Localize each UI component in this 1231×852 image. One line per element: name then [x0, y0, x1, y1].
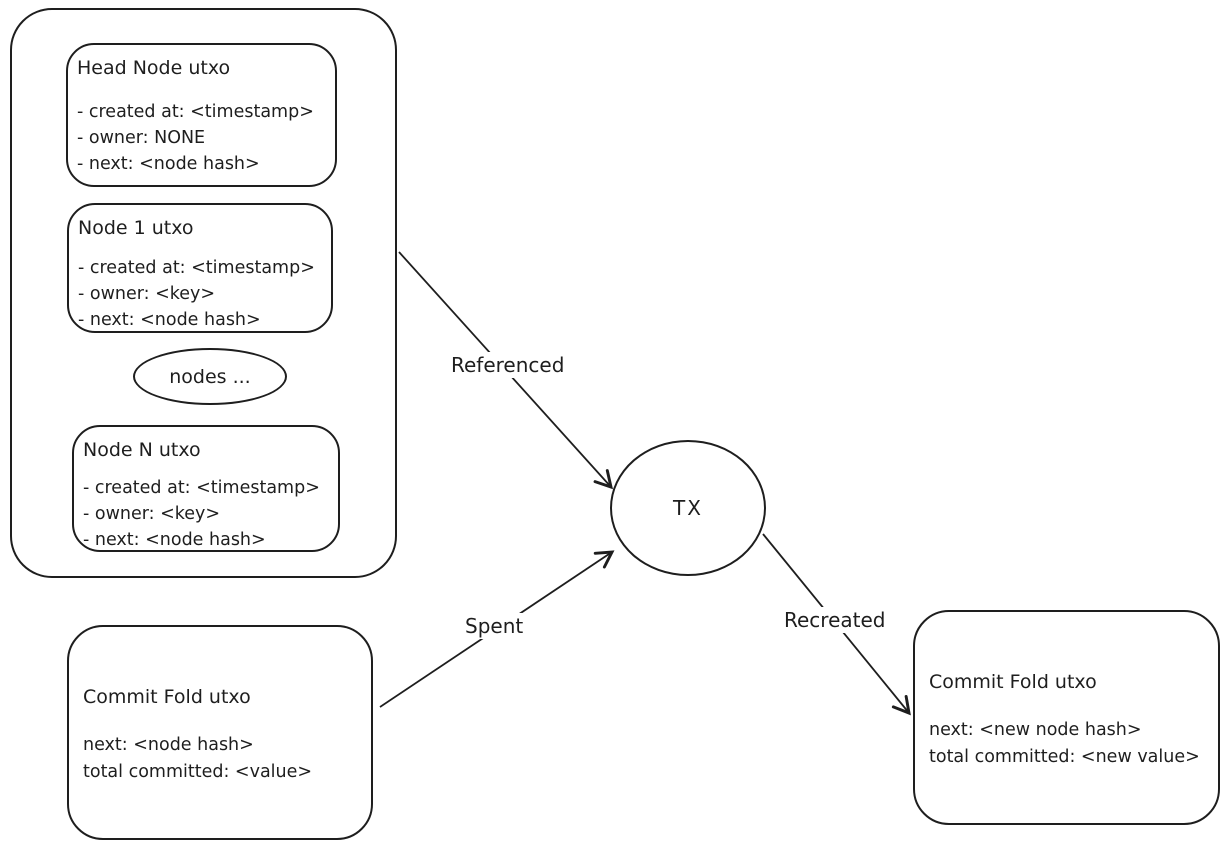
node-1-fields: - created at: <timestamp> - owner: <key>…: [78, 255, 329, 333]
commit-fold-input-fields: next: <node hash> total committed: <valu…: [83, 732, 369, 786]
node-1-box: Node 1 utxo - created at: <timestamp> - …: [67, 203, 333, 333]
head-node-box: Head Node utxo - created at: <timestamp>…: [66, 43, 337, 187]
commit-fold-output-box: Commit Fold utxo next: <new node hash> t…: [913, 610, 1220, 825]
tx-label: TX: [673, 496, 703, 520]
head-node-field-next: - next: <node hash>: [77, 154, 260, 174]
commit-fold-input-box: Commit Fold utxo next: <node hash> total…: [67, 625, 373, 840]
nodes-group-box: [10, 8, 397, 578]
spent-edge-label: Spent: [460, 613, 529, 639]
commit-fold-input-title: Commit Fold utxo: [83, 686, 251, 708]
commit-fold-output-fields: next: <new node hash> total committed: <…: [929, 717, 1216, 771]
node-n-field-owner: - owner: <key>: [83, 504, 221, 524]
commit-fold-output-field-total: total committed: <new value>: [929, 747, 1200, 767]
tx-circle: TX: [610, 440, 766, 576]
nodes-ellipsis-shape: nodes ...: [133, 348, 287, 405]
commit-fold-output-field-next: next: <new node hash>: [929, 720, 1142, 740]
node-1-field-created-at: - created at: <timestamp>: [78, 258, 315, 278]
commit-fold-output-title: Commit Fold utxo: [929, 671, 1097, 693]
node-1-title: Node 1 utxo: [78, 217, 194, 239]
head-node-title: Head Node utxo: [77, 57, 231, 79]
node-1-field-owner: - owner: <key>: [78, 284, 216, 304]
node-n-field-created-at: - created at: <timestamp>: [83, 478, 320, 498]
commit-fold-input-field-total: total committed: <value>: [83, 762, 313, 782]
node-n-title: Node N utxo: [83, 439, 201, 461]
head-node-fields: - created at: <timestamp> - owner: NONE …: [77, 99, 333, 177]
head-node-field-owner: - owner: NONE: [77, 128, 206, 148]
commit-fold-input-field-next: next: <node hash>: [83, 735, 254, 755]
referenced-edge-label: Referenced: [446, 352, 570, 378]
node-n-field-next: - next: <node hash>: [83, 530, 266, 550]
node-n-box: Node N utxo - created at: <timestamp> - …: [72, 425, 340, 552]
node-1-field-next: - next: <node hash>: [78, 310, 261, 330]
head-node-field-created-at: - created at: <timestamp>: [77, 102, 314, 122]
nodes-ellipsis-label: nodes ...: [169, 365, 251, 388]
node-n-fields: - created at: <timestamp> - owner: <key>…: [83, 475, 336, 553]
recreated-edge-label: Recreated: [779, 607, 891, 633]
